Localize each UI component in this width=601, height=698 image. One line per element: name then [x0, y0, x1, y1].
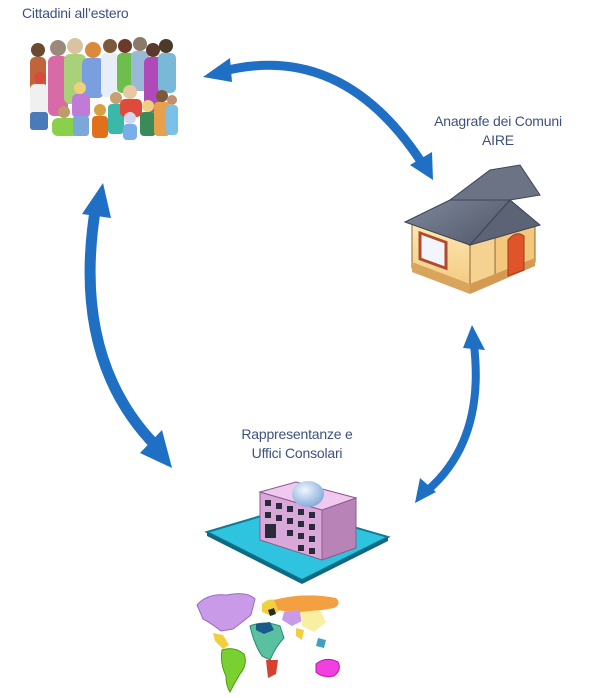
house-icon — [403, 164, 542, 294]
registry-label-line-2: AIRE — [482, 132, 514, 148]
registry-label-line-1: Anagrafe dei Comuni — [434, 113, 562, 129]
arrow-citizens-registry — [203, 58, 433, 180]
arrow-consular-citizens — [82, 183, 172, 468]
consular-label-line-1: Rappresentanze e — [241, 426, 353, 442]
consulate-building-icon — [204, 481, 391, 584]
registry-label: Anagrafe dei Comuni AIRE — [408, 112, 588, 150]
arrows — [82, 58, 485, 503]
world-map-icon — [196, 593, 340, 693]
consular-label-line-2: Uffici Consolari — [251, 445, 343, 461]
arrow-registry-consular — [415, 325, 485, 503]
consular-label: Rappresentanze e Uffici Consolari — [222, 425, 372, 463]
people-group-icon — [30, 37, 178, 140]
citizens-label: Cittadini all’estero — [22, 5, 129, 21]
